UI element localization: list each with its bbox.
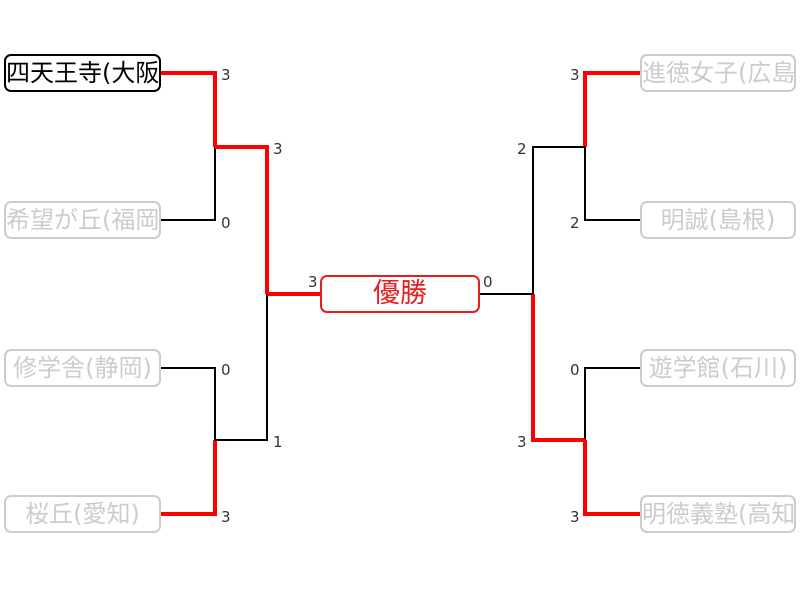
champion-box: 優勝 (320, 275, 480, 313)
team-r3: 遊学館(石川) (640, 349, 796, 387)
path-r2 (584, 147, 640, 221)
score-right-semi-top: 2 (517, 140, 527, 158)
score-r2: 2 (570, 214, 580, 232)
score-l1: 3 (221, 66, 231, 84)
team-r1: 進徳女子(広島) (640, 54, 796, 92)
path-left-semi-top (215, 145, 269, 294)
score-left-semi-top: 3 (273, 140, 283, 158)
path-right-semi-top (532, 146, 585, 294)
score-l4: 3 (221, 508, 231, 526)
path-r3 (584, 367, 640, 440)
team-r4: 明徳義塾(高知) (640, 495, 796, 533)
path-l1 (160, 71, 217, 147)
team-r2: 明誠(島根) (640, 201, 796, 239)
team-l3: 修学舎(静岡) (4, 349, 161, 387)
team-l2: 希望が丘(福岡) (4, 201, 161, 239)
path-r1 (583, 71, 640, 147)
score-l2: 0 (221, 214, 231, 232)
score-r4: 3 (570, 508, 580, 526)
team-l4: 桜丘(愛知) (4, 495, 161, 533)
path-l4 (160, 440, 217, 516)
score-final-left: 3 (308, 273, 318, 291)
score-left-semi-bottom: 1 (273, 433, 283, 451)
score-right-semi-bottom: 3 (517, 433, 527, 451)
path-r4 (583, 440, 640, 516)
path-left-semi-bottom (215, 294, 268, 441)
path-l2 (160, 147, 216, 221)
path-l3 (160, 367, 216, 440)
score-l3: 0 (221, 361, 231, 379)
score-r3: 0 (570, 361, 580, 379)
path-right-semi-bottom (531, 294, 585, 442)
team-l1: 四天王寺(大阪) (4, 54, 161, 92)
score-final-right: 0 (483, 273, 493, 291)
score-r1: 3 (570, 66, 580, 84)
